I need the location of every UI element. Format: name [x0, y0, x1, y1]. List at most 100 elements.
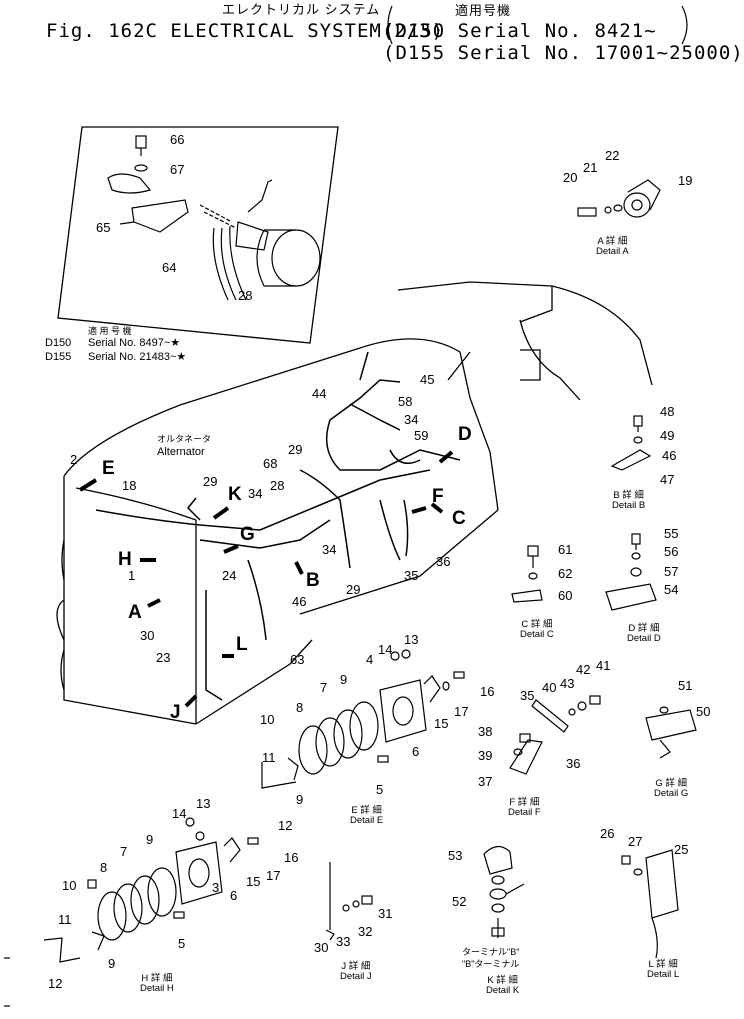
part-callout-40: 40: [542, 680, 556, 695]
detail-e-parts: [261, 649, 465, 789]
view-letter-k: K: [228, 484, 242, 505]
detail-g-parts: [645, 706, 697, 759]
part-callout-7: 7: [320, 680, 327, 695]
view-arrow: [147, 598, 161, 608]
view-letter-h: H: [118, 549, 132, 570]
part-callout-7: 7: [120, 844, 127, 859]
inset-motor: [199, 179, 321, 301]
alternator-jp-label: オルタネータ: [157, 434, 212, 444]
part-callout-3: 3: [212, 880, 219, 895]
part-callout-39: 39: [478, 748, 492, 763]
detail-f-parts: [509, 695, 601, 775]
inset-applicable-jp: 適 用 号 機: [88, 326, 132, 336]
detail-d-parts: [605, 533, 657, 611]
part-callout-8: 8: [296, 700, 303, 715]
part-callout-12: 12: [48, 976, 62, 991]
detail-k-parts: [483, 845, 525, 938]
part-callout-11: 11: [58, 912, 72, 927]
exploded-view-drawing: [4, 5, 697, 1007]
detail-a-parts: [577, 179, 661, 218]
detail-j-parts: [325, 862, 373, 941]
part-callout-5: 5: [178, 936, 185, 951]
part-callout-15: 15: [246, 874, 260, 889]
view-letter-b: B: [306, 570, 320, 591]
part-callout-11: 11: [262, 750, 276, 765]
view-arrow: [223, 544, 239, 554]
part-callout-51: 51: [678, 678, 692, 693]
jp-applicable-label: 適用号機: [455, 3, 512, 18]
part-callout-9: 9: [108, 956, 115, 971]
part-callout-17: 17: [454, 704, 468, 719]
detail-h-parts: [43, 817, 259, 963]
part-callout-5: 5: [376, 782, 383, 797]
part-callout-37: 37: [478, 774, 492, 789]
part-callout-34: 34: [322, 542, 336, 557]
view-letter-l: L: [236, 634, 248, 655]
part-callout-24: 24: [222, 568, 236, 583]
part-callout-30: 30: [140, 628, 154, 643]
part-callout-36: 36: [436, 554, 450, 569]
part-callout-67: 67: [170, 162, 184, 177]
part-callout-4: 4: [366, 652, 373, 667]
part-callout-41: 41: [596, 658, 610, 673]
view-arrow: [184, 694, 198, 708]
detail-b-parts: [610, 415, 652, 471]
part-callout-46: 46: [292, 594, 306, 609]
jp-title: エレクトリカル システム: [222, 2, 381, 17]
view-arrow: [438, 450, 454, 464]
part-callout-29: 29: [346, 582, 360, 597]
view-letter-e: E: [102, 458, 115, 479]
part-callout-33: 33: [336, 934, 350, 949]
part-callout-20: 20: [563, 170, 577, 185]
part-callout-58: 58: [398, 394, 412, 409]
part-callout-6: 6: [230, 888, 237, 903]
part-callout-65: 65: [96, 220, 110, 235]
part-callout-56: 56: [664, 544, 678, 559]
part-callout-13: 13: [196, 796, 210, 811]
part-callout-35: 35: [520, 688, 534, 703]
part-callout-2: 2: [70, 452, 77, 467]
part-callout-26: 26: [600, 826, 614, 841]
view-arrow: [411, 506, 427, 514]
part-callout-12: 12: [278, 818, 292, 833]
part-callout-34: 34: [248, 486, 262, 501]
part-callout-29: 29: [203, 474, 217, 489]
part-callout-13: 13: [404, 632, 418, 647]
part-callout-1: 1: [128, 568, 135, 583]
part-callout-43: 43: [560, 676, 574, 691]
bracket-left: [387, 5, 393, 45]
serial-range-d155: (D155 Serial No. 17001~25000): [383, 42, 744, 64]
serial-range-d150: (D150 Serial No. 8421~: [383, 20, 657, 42]
part-callout-14: 14: [172, 806, 186, 821]
part-callout-14: 14: [378, 642, 392, 657]
part-callout-49: 49: [660, 428, 674, 443]
part-callout-64: 64: [162, 260, 176, 275]
part-callout-38: 38: [478, 724, 492, 739]
part-callout-28: 28: [238, 288, 252, 303]
part-callout-30: 30: [314, 940, 328, 955]
part-callout-46: 46: [662, 448, 676, 463]
part-callout-50: 50: [696, 704, 710, 719]
part-callout-48: 48: [660, 404, 674, 419]
part-callout-9: 9: [340, 672, 347, 687]
figure-title: Fig. 162C ELECTRICAL SYSTEM(2/3): [46, 20, 445, 42]
part-callout-6: 6: [412, 744, 419, 759]
part-callout-8: 8: [100, 860, 107, 875]
part-callout-16: 16: [480, 684, 494, 699]
part-callout-19: 19: [678, 173, 692, 188]
inset-serial-d150: Serial No. 8497~★: [88, 337, 181, 349]
part-callout-18: 18: [122, 478, 136, 493]
part-callout-22: 22: [605, 148, 619, 163]
part-callout-45: 45: [420, 372, 434, 387]
view-arrow: [78, 478, 98, 492]
part-callout-36: 36: [566, 756, 580, 771]
part-callout-29: 29: [288, 442, 302, 457]
